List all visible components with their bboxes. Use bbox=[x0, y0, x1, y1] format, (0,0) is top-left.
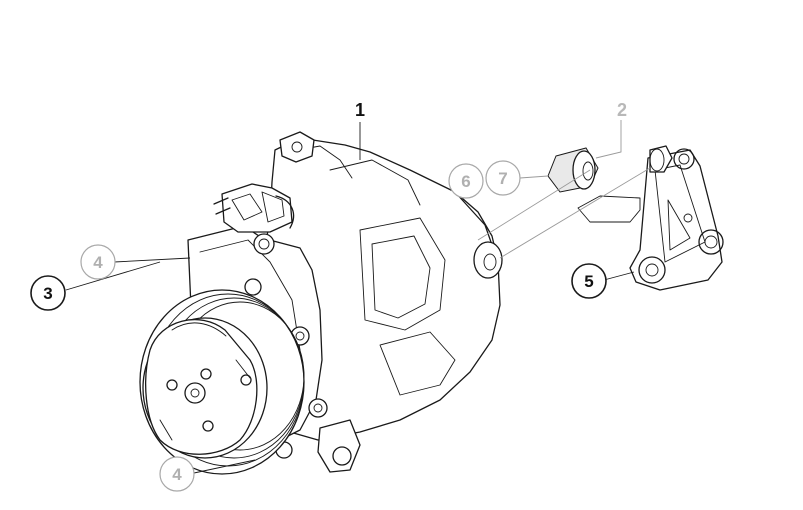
callout-1: 1 bbox=[355, 100, 365, 120]
callout-4-top-label: 4 bbox=[93, 253, 103, 272]
callout-6: 6 bbox=[448, 163, 484, 199]
callout-2: 2 bbox=[617, 100, 627, 120]
callout-7-label: 7 bbox=[498, 169, 507, 188]
callout-3-label: 3 bbox=[43, 284, 52, 303]
callout-7: 7 bbox=[485, 160, 521, 196]
callout-6-label: 6 bbox=[461, 172, 470, 191]
mounting-bracket bbox=[577, 148, 724, 291]
callout-5-label: 5 bbox=[584, 272, 593, 291]
leader-lines bbox=[65, 120, 651, 474]
ac-compressor bbox=[187, 131, 503, 473]
clutch-pulley bbox=[139, 289, 305, 475]
callout-4-top: 4 bbox=[80, 244, 116, 280]
callout-4-bottom: 4 bbox=[159, 456, 195, 492]
callout-3: 3 bbox=[30, 275, 66, 311]
callout-5: 5 bbox=[571, 263, 607, 299]
callout-4-bottom-label: 4 bbox=[172, 465, 182, 484]
callout-2-label: 2 bbox=[617, 100, 627, 120]
callout-1-label: 1 bbox=[355, 100, 365, 120]
